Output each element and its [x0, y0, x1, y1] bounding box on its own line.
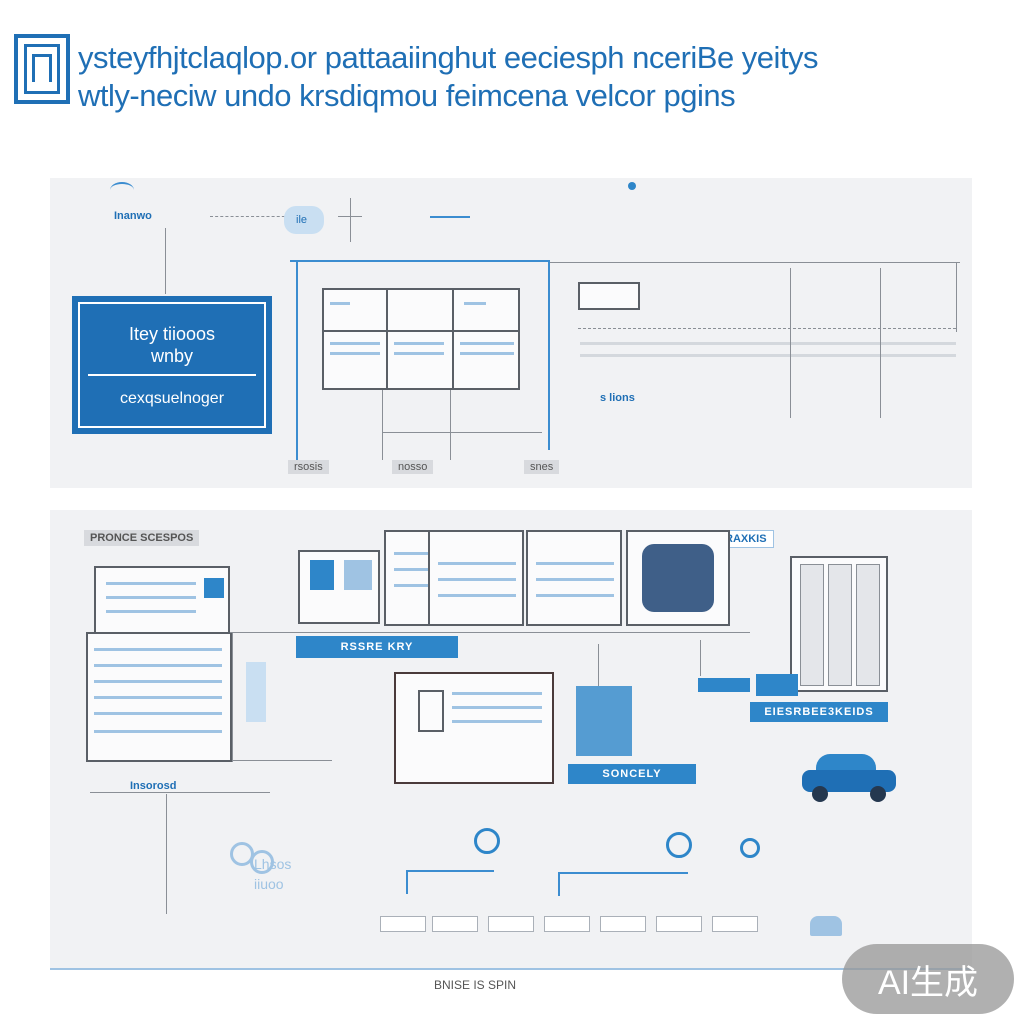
- user-icon-3: [740, 838, 760, 858]
- connector-line: [165, 228, 166, 294]
- doc-card-4: [428, 530, 524, 626]
- diagram-title-line-2: wtly-neciw undo krsdiqmou feimcena velco…: [78, 78, 736, 113]
- grid-top: [550, 262, 960, 263]
- blue-box-line-2: wnby: [150, 346, 194, 366]
- arc-icon: [110, 182, 134, 198]
- cross-line: [350, 198, 351, 242]
- doc-card-2: [86, 632, 232, 762]
- grid-v-2: [880, 268, 881, 418]
- diagram-title-line-1: ysteyfhjtclaqlop.or pattaaiinghut eecies…: [78, 40, 819, 75]
- blue-bar-1: RSSRE KRY: [296, 636, 458, 658]
- branch-line-2: [558, 872, 688, 874]
- side-connector: [232, 632, 233, 762]
- cloud-icon: ile: [284, 206, 324, 234]
- car-icon: [800, 750, 898, 806]
- bottom-label-2: nosso: [392, 460, 434, 474]
- bottom-panel: PRONCE SCESPOS RAXKIS: [50, 510, 972, 970]
- frame-right: [548, 260, 550, 450]
- mini-block-2: [756, 674, 798, 696]
- drop-line-4: [700, 640, 701, 676]
- server-rack: [790, 556, 888, 692]
- user-icon-1: [474, 828, 500, 854]
- footer-text: BNISE IS SPIN: [434, 978, 517, 992]
- grid-right: [956, 262, 957, 332]
- footer-rule: [50, 968, 972, 970]
- grid-v-1: [790, 268, 791, 418]
- footer-cells: [380, 912, 794, 932]
- blue-box: Itey tiiooos wnby cexqsuelnoger: [72, 296, 272, 434]
- people-icon-group: Lhsos iiuoo: [226, 836, 291, 896]
- branch-line-1: [406, 870, 494, 872]
- cross-line-h: [338, 216, 362, 217]
- building-block: [576, 686, 632, 756]
- top-right-label: RAXKIS: [718, 530, 774, 548]
- dot-icon: [628, 182, 636, 190]
- left-label: Insorosd: [130, 780, 177, 792]
- drop-line-2: [450, 390, 451, 460]
- small-car-icon: [810, 916, 842, 936]
- branch-drop-2: [558, 872, 560, 896]
- frame-left: [296, 260, 298, 466]
- bottom-label-1: rsosis: [288, 460, 329, 474]
- blue-box-line-1: Itey tiiooos: [128, 324, 216, 344]
- small-card: [578, 282, 640, 310]
- drop-line-3: [598, 644, 599, 686]
- timeline-line: [578, 328, 956, 330]
- table-diagram: [322, 288, 520, 390]
- dashed-connector: [210, 216, 290, 218]
- divider: [88, 374, 256, 376]
- left-drop-line: [166, 794, 167, 914]
- left-label-line: [90, 792, 270, 793]
- dashboard-card: [298, 550, 380, 624]
- drop-line-1: [382, 390, 383, 460]
- blue-bar-3: EIESRBEE3KEIDS: [750, 702, 888, 722]
- bottom-label-3: snes: [524, 460, 560, 474]
- arrow-line: [430, 216, 470, 218]
- monitor-card: [394, 672, 554, 784]
- ai-generated-badge: AI生成: [842, 944, 1014, 1014]
- frame-top: [290, 260, 550, 262]
- blue-box-line-3: cexqsuelnoger: [119, 390, 225, 407]
- chart-label: s lions: [600, 392, 635, 404]
- top-label: Inanwo: [114, 210, 152, 222]
- device-card: [626, 530, 730, 626]
- user-icon-2: [666, 832, 692, 858]
- main-connector: [230, 632, 750, 633]
- top-left-label: PRONCE SCESPOS: [84, 530, 200, 546]
- bottom-connector: [382, 432, 542, 433]
- blue-bar-2: SONCELY: [568, 764, 696, 784]
- doc-card-5: [526, 530, 622, 626]
- side-bottom: [232, 760, 332, 761]
- small-widget: [246, 662, 266, 722]
- mini-block-1: [698, 678, 750, 692]
- logo: [14, 34, 70, 104]
- branch-drop-1: [406, 870, 408, 894]
- top-panel: Inanwo ile Itey tiiooos wnby cexqsuelnog…: [50, 178, 972, 488]
